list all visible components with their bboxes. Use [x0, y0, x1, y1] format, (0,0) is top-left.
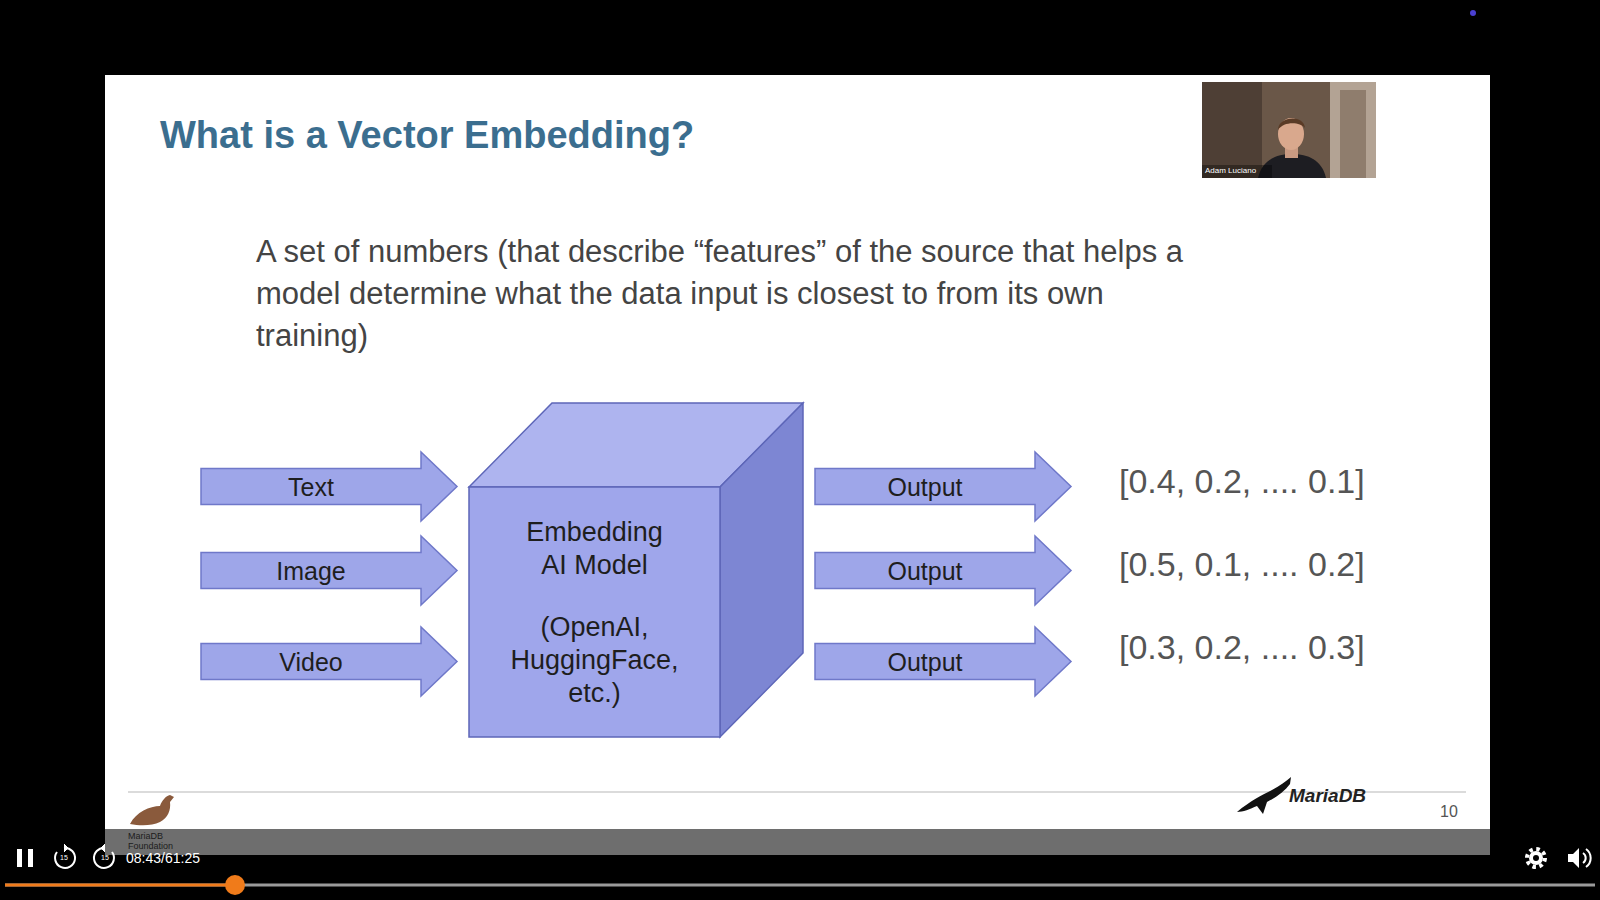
- page-number: 10: [1440, 802, 1458, 822]
- model-examples: (OpenAI, HuggingFace, etc.): [500, 611, 690, 710]
- skip-seconds: 15: [56, 853, 72, 863]
- text-slot: Image: [201, 553, 421, 589]
- label-slot: MariaDB: [1289, 784, 1366, 808]
- title-slot: What is a Vector Embedding?: [160, 112, 694, 158]
- arrow-label: Output: [887, 647, 962, 677]
- label-slot: 10: [1440, 802, 1458, 822]
- vector-values: [0.4, 0.2, .... 0.1]: [1119, 460, 1365, 502]
- logo-text: MariaDB: [1289, 784, 1366, 808]
- text-slot: Output: [815, 553, 1035, 589]
- playback-time: 08:43/61:25: [126, 850, 200, 866]
- foundation-text: MariaDB Foundation: [128, 831, 190, 851]
- footer-rule: [128, 791, 1466, 793]
- label-slot: 15: [56, 853, 72, 863]
- body-text: A set of numbers (that describe “feature…: [256, 231, 1221, 357]
- text-slot: Video: [201, 644, 421, 680]
- logo-seal: [1237, 777, 1291, 814]
- vector-values: [0.5, 0.1, .... 0.2]: [1119, 543, 1365, 585]
- output-arrow: Output: [815, 627, 1071, 696]
- arrow-label: Image: [276, 556, 345, 586]
- vector-values: [0.3, 0.2, .... 0.3]: [1119, 626, 1365, 668]
- label-slot: Adam Luciano: [1205, 166, 1256, 176]
- foundation-seal: [130, 795, 174, 825]
- speaker-name: Adam Luciano: [1205, 166, 1256, 176]
- pause-icon: [17, 849, 33, 867]
- slide: [105, 75, 1490, 855]
- input-arrow: Image: [201, 536, 457, 605]
- text-slot: (OpenAI, HuggingFace, etc.): [500, 611, 690, 710]
- text-slot: Output: [815, 469, 1035, 505]
- settings-icon: [1527, 849, 1545, 867]
- label-slot: 08:43/61:25: [126, 850, 200, 866]
- label-slot: [0.5, 0.1, .... 0.2]: [1119, 543, 1365, 585]
- input-arrow: Text: [201, 452, 457, 521]
- progress-knob: [225, 875, 245, 895]
- text-slot: Text: [201, 469, 421, 505]
- label-slot: A set of numbers (that describe “feature…: [256, 231, 1221, 357]
- label-slot: 15: [97, 853, 113, 863]
- label-slot: MariaDB Foundation: [128, 831, 190, 851]
- model-cube: Embedding AI Model (OpenAI, HuggingFace, …: [469, 403, 803, 737]
- volume-icon: [1568, 848, 1591, 868]
- output-arrow: Output: [815, 452, 1071, 521]
- control-bar: [105, 829, 1490, 855]
- skip-seconds: 15: [97, 853, 113, 863]
- arrow-label: Video: [279, 647, 343, 677]
- rewind-icon: [55, 844, 75, 868]
- progress-played: [5, 884, 235, 887]
- webcam-inset: [1202, 82, 1376, 178]
- label-slot: [0.4, 0.2, .... 0.1]: [1119, 460, 1365, 502]
- status-dot: [1470, 10, 1476, 16]
- arrow-label: Output: [887, 556, 962, 586]
- text-slot: Embedding AI Model: [517, 516, 672, 582]
- forward-icon: [94, 844, 114, 868]
- label-slot: [0.3, 0.2, .... 0.3]: [1119, 626, 1365, 668]
- arrow-label: Output: [887, 472, 962, 502]
- model-name: Embedding AI Model: [517, 516, 672, 582]
- output-arrow: Output: [815, 536, 1071, 605]
- slide-title: What is a Vector Embedding?: [160, 112, 694, 158]
- text-slot: Output: [815, 644, 1035, 680]
- arrow-label: Text: [288, 472, 334, 502]
- input-arrow: Video: [201, 627, 457, 696]
